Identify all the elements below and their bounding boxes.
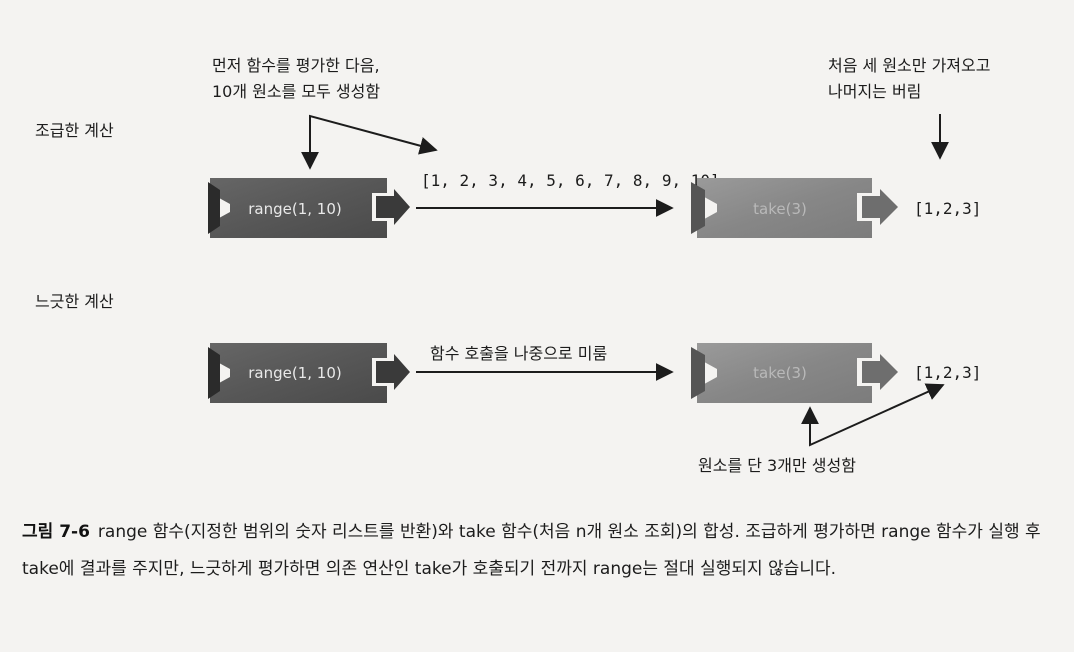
lazy-result: [1,2,3] (914, 363, 981, 382)
caption-text: range 함수(지정한 범위의 숫자 리스트를 반환)와 take 함수(처음… (22, 522, 1041, 579)
eager-take-note-line2: 나머지는 버림 (828, 82, 921, 101)
eager-result: [1,2,3] (914, 199, 981, 218)
eager-note-line2: 10개 원소를 모두 생성함 (212, 82, 380, 101)
eager-take-note-line1: 처음 세 원소만 가져오고 (828, 56, 990, 75)
eager-take-label: take(3) (753, 200, 807, 218)
lazy-bottom-note: 원소를 단 3개만 생성함 (698, 456, 856, 475)
lazy-bottom-arrow (801, 383, 945, 447)
eager-range-label: range(1, 10) (248, 200, 342, 218)
eager-note-arrow (301, 114, 438, 170)
lazy-take-label: take(3) (753, 364, 807, 382)
lazy-range-block: range(1, 10) (208, 343, 410, 403)
lazy-range-label: range(1, 10) (248, 364, 342, 382)
evaluation-diagram: 조급한 계산 먼저 함수를 평가한 다음, 10개 원소를 모두 생성함 ran… (35, 56, 990, 475)
eager-note-line1: 먼저 함수를 평가한 다음, (212, 56, 380, 75)
lazy-title: 느긋한 계산 (35, 292, 114, 311)
eager-list-output: [1, 2, 3, 4, 5, 6, 7, 8, 9, 10] (421, 171, 720, 190)
lazy-deferred-note: 함수 호출을 나중으로 미룸 (430, 344, 607, 363)
eager-range-block: range(1, 10) (208, 178, 410, 238)
eager-take-block: take(3) (691, 178, 898, 238)
lazy-take-block: take(3) (691, 343, 898, 403)
eager-title: 조급한 계산 (35, 121, 114, 140)
figure-label: 그림 7-6 (22, 522, 90, 542)
